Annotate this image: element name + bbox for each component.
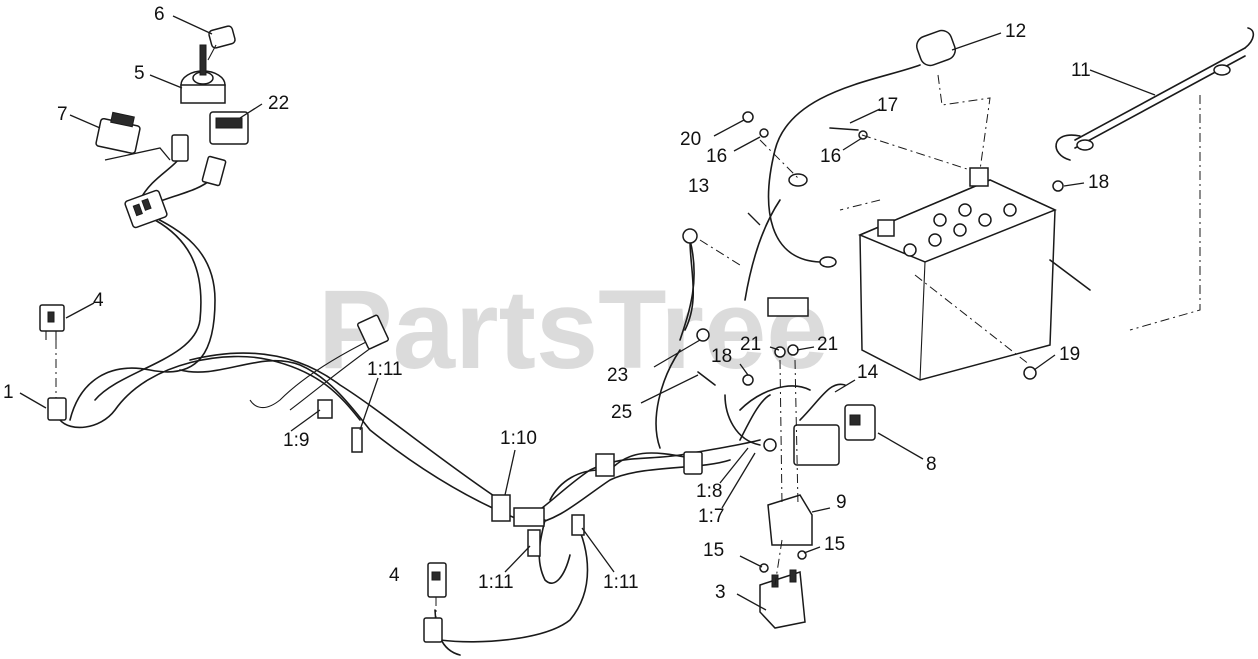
callout-20: 20 (680, 129, 701, 150)
relay-part-4-lower (423, 562, 447, 643)
callout-23: 23 (607, 365, 628, 386)
bolt-part-17 (829, 127, 859, 131)
nut-part-21-right (787, 344, 799, 356)
callout-14: 14 (857, 362, 879, 383)
battery (858, 167, 1091, 381)
key-switch-connector (171, 134, 189, 162)
callout-22: 22 (268, 93, 289, 114)
hour-meter-connector (201, 155, 227, 187)
callout-15-left: 15 (703, 540, 724, 561)
harness-connector-part-1 (47, 397, 67, 421)
bolt-part-23 (696, 328, 710, 342)
callout-18-lower: 18 (711, 346, 732, 367)
watermark-text: PartsTree (318, 267, 829, 392)
callout-labels: 1 4 5 6 7 22 1:9 1:11 1:10 1:11 1:11 4 1… (3, 4, 1109, 603)
callout-17: 17 (877, 95, 898, 116)
callout-1: 1 (3, 382, 14, 403)
callout-12: 12 (1005, 21, 1026, 42)
callout-1-11-lower-right: 1:11 (603, 572, 639, 593)
ignition-key-part-6 (207, 25, 236, 61)
callout-19: 19 (1059, 344, 1080, 365)
wing-nut-part-20 (742, 111, 754, 123)
harness-clip-1-9 (317, 399, 333, 419)
loose-connector (357, 314, 389, 350)
bolt-part-25 (697, 371, 716, 386)
callout-21-right: 21 (817, 334, 838, 355)
callout-21-left: 21 (740, 334, 761, 355)
washer-part-16-left (759, 128, 769, 138)
starter-solenoid-part-8 (763, 404, 876, 466)
battery-terminal-cover-part-19 (1023, 366, 1037, 380)
harness-main-connector (124, 189, 168, 229)
harness-clip-1-11-lower-right (571, 514, 585, 536)
callout-6: 6 (154, 4, 165, 25)
callout-15-right: 15 (824, 534, 845, 555)
callout-1-7: 1:7 (698, 506, 724, 527)
harness-grommet-1-10 (491, 494, 511, 522)
battery-cable-part-14 (724, 383, 846, 446)
harness-sleeve (513, 507, 545, 527)
callout-1-8: 1:8 (696, 481, 722, 502)
callout-9: 9 (836, 492, 847, 513)
callout-1-11-lower-left: 1:11 (478, 572, 514, 593)
callout-18-upper: 18 (1088, 172, 1109, 193)
callout-16-left: 16 (706, 146, 727, 167)
callout-25: 25 (611, 402, 632, 423)
relay-part-4-upper (39, 304, 65, 340)
solenoid-cover-part-9 (767, 494, 813, 546)
harness-connector-right (683, 451, 703, 475)
callout-11: 11 (1071, 60, 1091, 81)
callout-1-10: 1:10 (500, 428, 537, 449)
hour-meter-part-22 (209, 111, 249, 145)
battery-cable-part-13-lower (679, 173, 808, 341)
callout-5: 5 (134, 63, 145, 84)
callout-13: 13 (688, 176, 709, 197)
main-harness (59, 159, 771, 656)
harness-clip-1-11-lower-left (527, 529, 541, 557)
mounting-bracket-part-3 (759, 569, 806, 629)
callout-leaders (19, 15, 1156, 611)
ignition-switch-part-5 (180, 44, 226, 104)
harness-connector-center (595, 453, 615, 477)
callout-1-11-upper: 1:11 (367, 359, 403, 380)
cable-clamp (767, 297, 809, 317)
callout-3: 3 (715, 582, 726, 603)
callout-1-9: 1:9 (283, 430, 309, 451)
callout-8: 8 (926, 454, 937, 475)
assembly-dashed-lines (55, 74, 1201, 618)
callout-16-right: 16 (820, 146, 841, 167)
harness-clip-1-11-upper (351, 427, 363, 453)
callout-4-upper: 4 (93, 290, 104, 311)
callout-4-lower: 4 (389, 565, 400, 586)
nut-part-18-upper (1052, 180, 1064, 192)
positive-battery-cable-part-13 (767, 29, 956, 268)
assembly-line-7 (104, 147, 171, 161)
screw-part-15-left (759, 563, 769, 573)
battery-hold-down-rod-part-11 (1055, 27, 1255, 161)
switch-part-7 (95, 111, 141, 155)
nut-part-18-lower (742, 374, 754, 386)
callout-7: 7 (57, 104, 68, 125)
